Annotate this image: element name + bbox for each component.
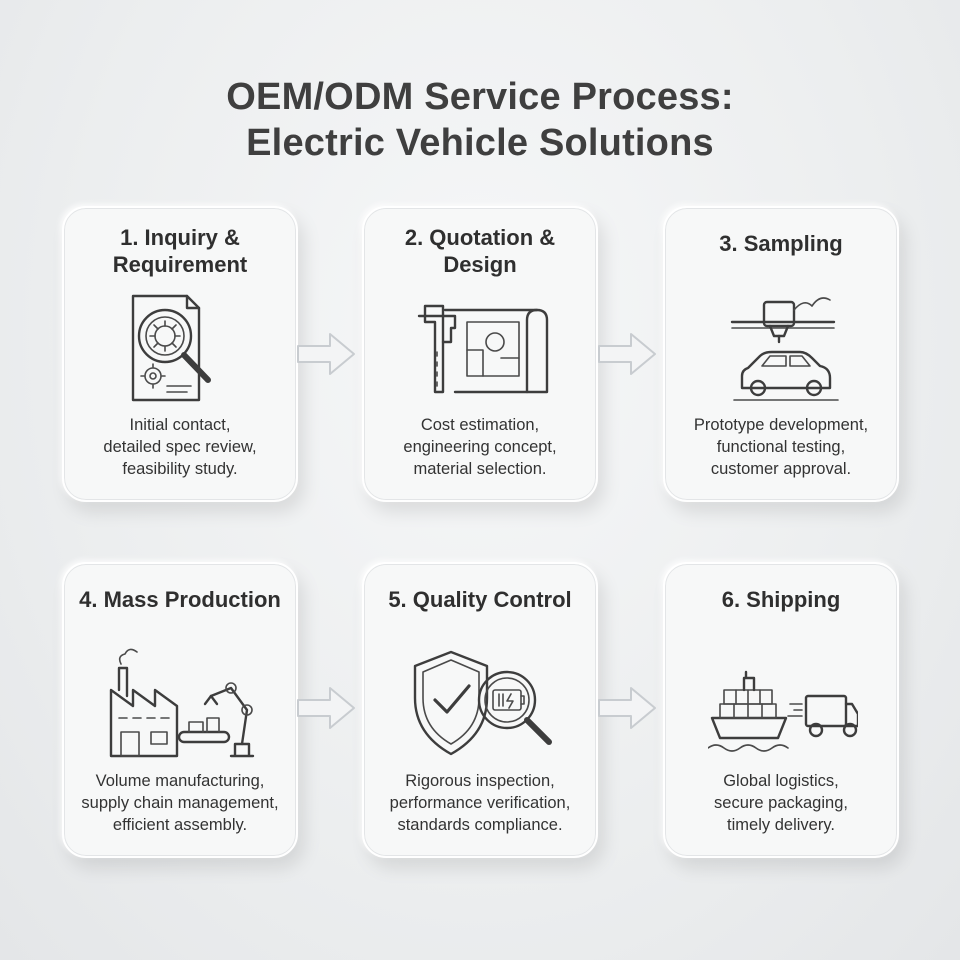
arrow-right-icon [297,687,355,729]
factory-robot-arm-icon [109,648,255,758]
title-line-1: OEM/ODM Service Process: [226,76,734,118]
document-gear-magnifier-icon [131,294,211,402]
3d-printer-car-icon [730,297,839,401]
step-card-mass-production: 4. Mass Production Volume manufacturing,… [62,562,298,858]
step-card-shipping: 6. Shipping Global logistics,secure pack… [663,562,899,858]
shield-magnifier-battery-icon [413,650,552,756]
caliper-blueprint-icon [417,304,549,394]
step-description: Initial contact,detailed spec review,fea… [103,416,257,478]
title-line-2: Electric Vehicle Solutions [246,122,714,164]
step-description: Cost estimation,engineering concept,mate… [403,416,557,478]
arrow-right-icon [598,333,656,375]
step-title: 5. Quality Control [388,587,572,612]
step-card-quality-control: 5. Quality Control Rigorous inspection,p… [362,562,598,858]
step-card-quotation: 2. Quotation &Design Cost estimation,eng… [362,206,598,502]
step-description: Volume manufacturing,supply chain manage… [81,772,279,834]
step-card-inquiry: 1. Inquiry &Requirement Initial contact,… [62,206,298,502]
step-description: Rigorous inspection,performance verifica… [389,772,571,834]
page-title: OEM/ODM Service Process: Electric Vehicl… [0,74,960,166]
step-title: 4. Mass Production [79,587,281,612]
step-title: 1. Inquiry &Requirement [112,225,248,277]
step-card-sampling: 3. Sampling Prototype development,functi… [663,206,899,502]
arrow-right-icon [297,333,355,375]
arrow-right-icon [598,687,656,729]
step-description: Global logistics,secure packaging,timely… [714,772,848,834]
step-title: 6. Shipping [721,587,841,612]
step-description: Prototype development,functional testing… [693,416,869,478]
step-title: 2. Quotation &Design [404,225,556,277]
ship-truck-icon [708,670,858,752]
step-title: 3. Sampling [719,231,843,256]
